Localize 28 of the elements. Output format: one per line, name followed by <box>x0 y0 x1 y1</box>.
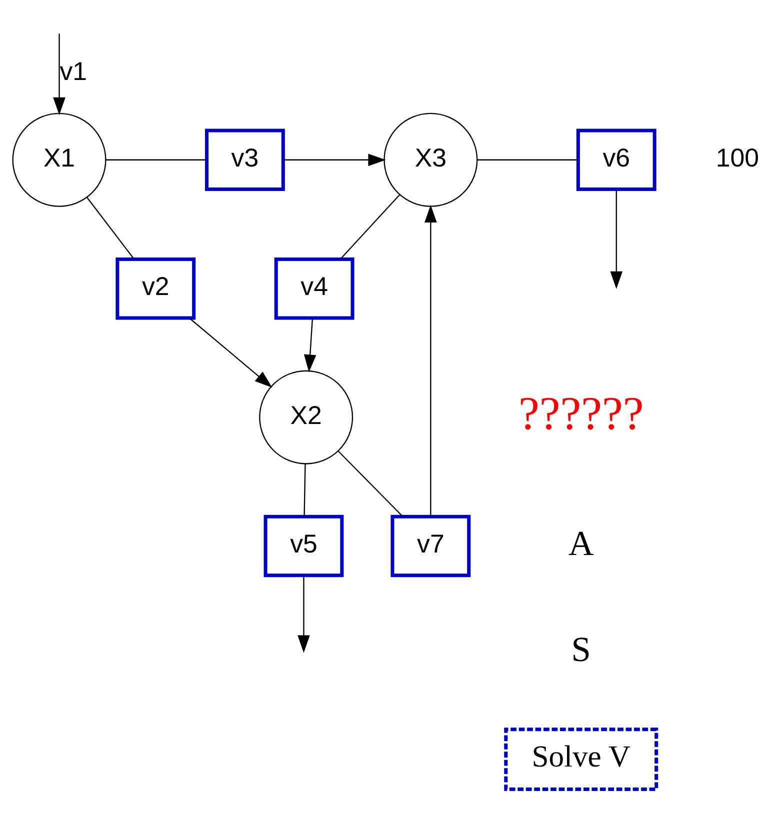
node-box: v5 <box>264 514 344 578</box>
connector <box>106 159 206 160</box>
node-box: v3 <box>205 128 285 192</box>
arrow <box>53 34 66 116</box>
connector <box>338 450 403 517</box>
node-box: v4 <box>274 257 354 320</box>
label: S <box>571 630 591 670</box>
node-circle: X2 <box>259 370 354 464</box>
label: ?????? <box>518 388 644 440</box>
label: 100 <box>716 144 759 172</box>
connector <box>304 464 306 516</box>
connector <box>86 196 134 260</box>
node-box: v6 <box>576 128 656 192</box>
arrow <box>283 154 386 166</box>
node-circle: X1 <box>12 112 106 207</box>
connector <box>477 159 578 160</box>
edge-label: v1 <box>60 58 88 86</box>
node-circle: X3 <box>384 112 478 207</box>
arrow <box>189 318 272 388</box>
node-box: Solve V <box>504 728 658 792</box>
connector <box>340 194 400 260</box>
arrow <box>304 318 316 372</box>
node-box: v7 <box>390 514 471 578</box>
arrow <box>610 189 623 290</box>
label: A <box>568 524 594 563</box>
arrow <box>424 204 437 516</box>
arrow <box>298 576 310 653</box>
node-box: v2 <box>116 257 196 320</box>
